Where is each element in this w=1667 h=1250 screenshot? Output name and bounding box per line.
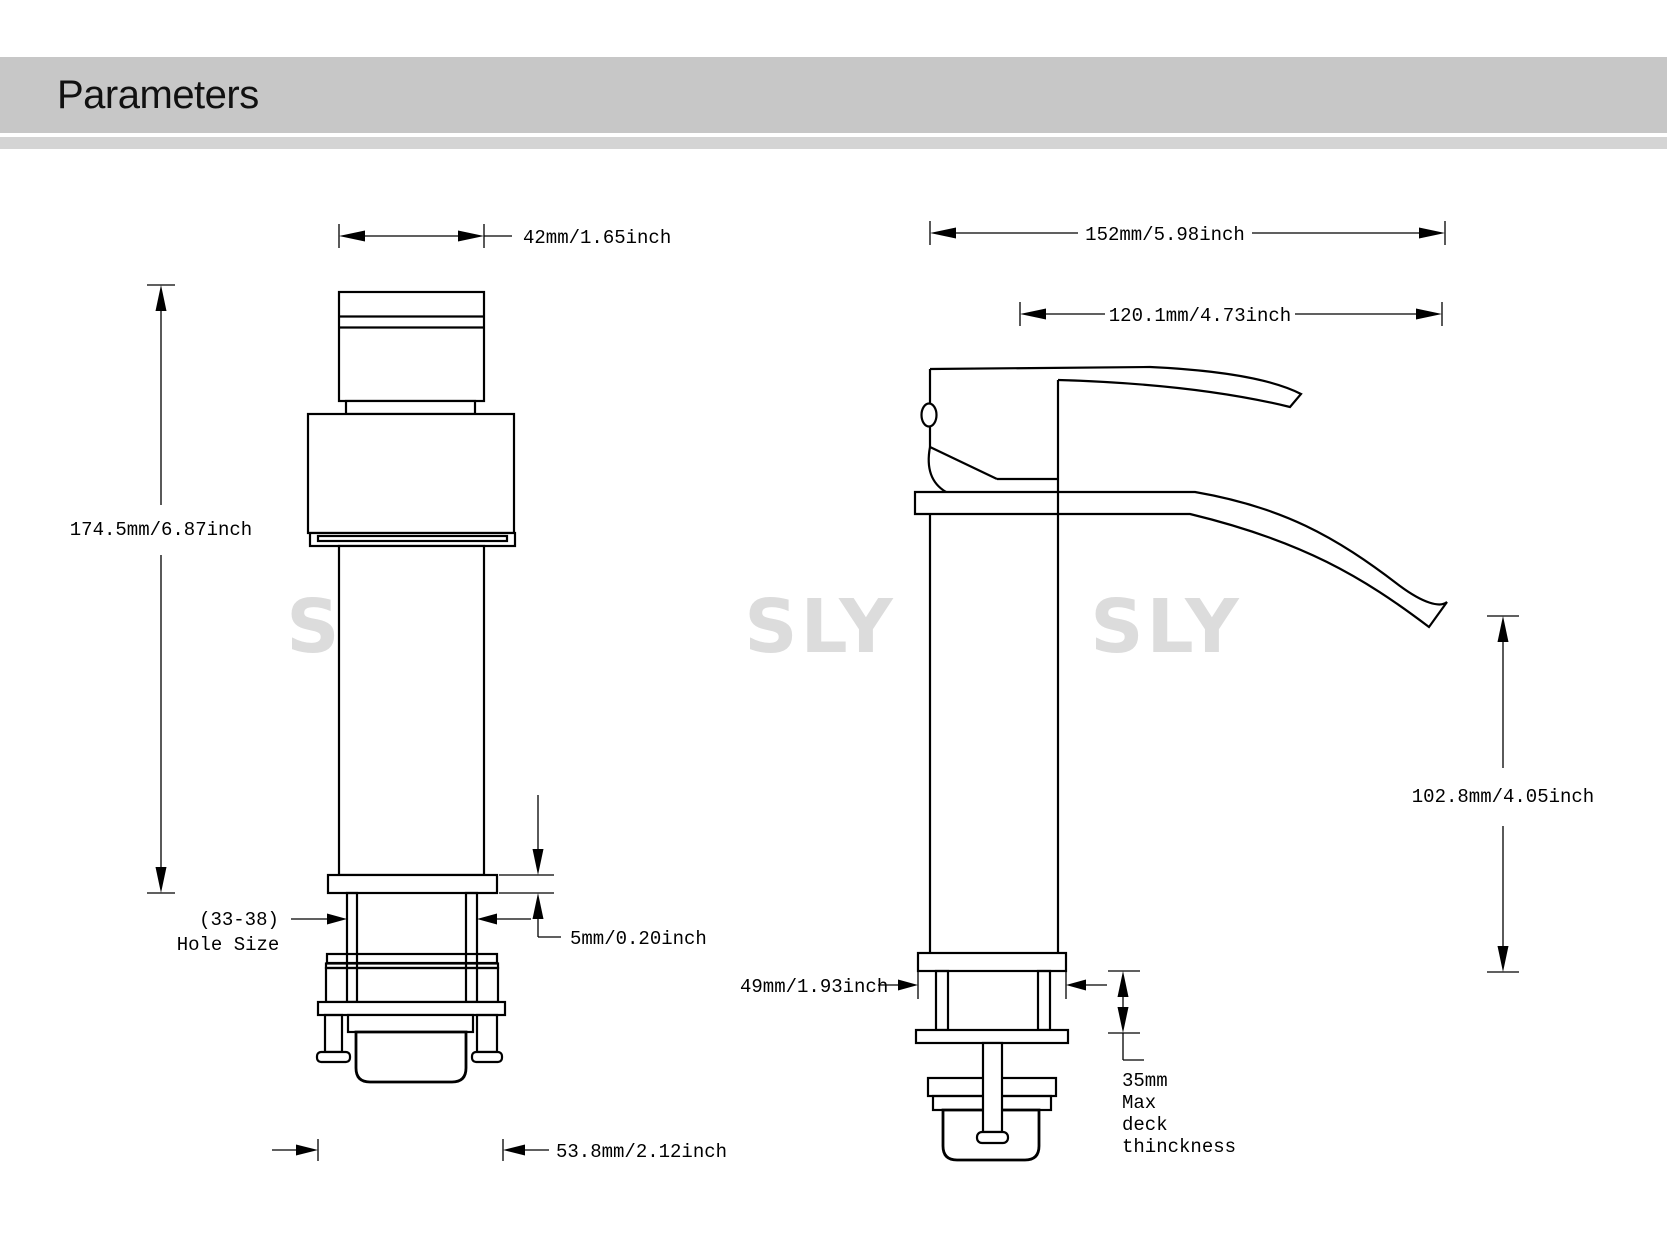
deck-note-line: 35mm bbox=[1122, 1070, 1168, 1092]
deck-note-line: deck bbox=[1122, 1114, 1168, 1136]
arrowhead-right-icon bbox=[458, 230, 484, 242]
side-dim-deck-thickness: 35mm Max deck thinckness bbox=[1108, 970, 1236, 1158]
front-dim-flange-thickness: 5mm/0.20inch bbox=[499, 795, 707, 950]
arrowhead-down-icon bbox=[532, 849, 544, 875]
side-deckplate-spout bbox=[913, 490, 1448, 629]
arrowhead-right-icon bbox=[296, 1144, 318, 1156]
arrowhead-right-icon bbox=[898, 979, 918, 991]
side-dim-spout-height: 102.8mm/4.05inch bbox=[1412, 615, 1594, 973]
side-bolt-left bbox=[934, 969, 950, 1032]
arrowhead-left-icon bbox=[339, 230, 365, 242]
hole-size-label: Hole Size bbox=[177, 934, 280, 956]
front-bracket-bar bbox=[316, 1000, 507, 1017]
side-bolt-right bbox=[1036, 969, 1052, 1032]
front-neck bbox=[344, 399, 477, 416]
arrowhead-left-icon bbox=[477, 913, 497, 925]
arrowhead-left-icon bbox=[503, 1144, 525, 1156]
side-base-flange bbox=[916, 951, 1068, 973]
front-shank-step bbox=[346, 1013, 475, 1034]
dim-label-flange-thickness: 5mm/0.20inch bbox=[570, 928, 707, 950]
side-body-shoulder-arc bbox=[927, 446, 947, 493]
faucet-side-view bbox=[913, 365, 1448, 1162]
front-leg-right bbox=[475, 1013, 499, 1054]
front-leg-left bbox=[323, 1013, 344, 1054]
faucet-front-view bbox=[306, 290, 517, 1084]
arrowhead-up-icon bbox=[532, 893, 544, 919]
front-foot-right bbox=[470, 1050, 504, 1064]
dim-label-bottom-width: 53.8mm/2.12inch bbox=[556, 1141, 727, 1163]
front-column bbox=[337, 544, 486, 877]
arrowhead-right-icon bbox=[327, 913, 347, 925]
dim-label-height: 174.5mm/6.87inch bbox=[70, 519, 252, 541]
side-dim-overall-length: 152mm/5.98inch bbox=[929, 221, 1446, 246]
watermark-logo: SLY bbox=[744, 584, 896, 670]
front-dim-height: 174.5mm/6.87inch bbox=[70, 284, 252, 894]
front-collar bbox=[324, 966, 500, 1004]
front-hole-size-note: (33-38) Hole Size bbox=[177, 909, 531, 956]
arrowhead-up-icon bbox=[155, 285, 167, 311]
side-screw-dot bbox=[920, 402, 938, 428]
front-dim-width-bottom: 53.8mm/2.12inch bbox=[272, 1139, 727, 1163]
arrowhead-up-icon bbox=[1497, 616, 1509, 642]
dim-label-overall-length: 152mm/5.98inch bbox=[1085, 224, 1245, 246]
side-dim-spout-reach: 120.1mm/4.73inch bbox=[1019, 302, 1443, 327]
hole-size-range-label: (33-38) bbox=[199, 909, 279, 931]
arrowhead-up-icon bbox=[1117, 971, 1129, 997]
side-lever-handle bbox=[929, 365, 1303, 409]
front-foot-left bbox=[315, 1050, 352, 1064]
arrowhead-left-icon bbox=[930, 227, 956, 239]
side-washer bbox=[914, 1028, 1070, 1045]
front-base-flange bbox=[326, 873, 499, 895]
dim-label-top-width: 42mm/1.65inch bbox=[523, 227, 671, 249]
page-title: Parameters bbox=[57, 72, 259, 117]
dim-label-spout-reach: 120.1mm/4.73inch bbox=[1109, 305, 1291, 327]
dim-label-spout-height: 102.8mm/4.05inch bbox=[1412, 786, 1594, 808]
front-bolt-left bbox=[345, 891, 359, 1004]
front-dim-width-top: 42mm/1.65inch bbox=[338, 224, 671, 249]
front-handle-block bbox=[337, 290, 486, 403]
side-stem-foot bbox=[975, 1130, 1010, 1145]
arrowhead-down-icon bbox=[1497, 946, 1509, 972]
arrowhead-left-icon bbox=[1020, 308, 1046, 320]
section-banner-strip bbox=[0, 137, 1667, 149]
front-spout-slot bbox=[316, 534, 509, 543]
side-nut-body bbox=[941, 1108, 1041, 1162]
arrowhead-down-icon bbox=[1117, 1007, 1129, 1033]
front-mounting-nut bbox=[354, 1030, 468, 1084]
arrowhead-left-icon bbox=[1066, 979, 1086, 991]
arrowhead-right-icon bbox=[1419, 227, 1445, 239]
front-washer bbox=[325, 952, 499, 965]
front-bolt-right bbox=[464, 891, 479, 1004]
watermark-logo: SLY bbox=[1090, 584, 1242, 670]
arrowhead-down-icon bbox=[155, 867, 167, 893]
front-spout-body bbox=[306, 412, 516, 535]
deck-note-line: thinckness bbox=[1122, 1136, 1236, 1158]
section-banner: Parameters bbox=[0, 57, 1667, 133]
deck-note-line: Max bbox=[1122, 1092, 1156, 1114]
side-body-chamfer bbox=[929, 446, 998, 480]
arrowhead-right-icon bbox=[1416, 308, 1442, 320]
side-drain-stem bbox=[981, 1041, 1004, 1134]
side-dim-shank-width: 49mm/1.93inch bbox=[740, 971, 1107, 999]
dim-label-shank-width: 49mm/1.93inch bbox=[740, 976, 888, 998]
